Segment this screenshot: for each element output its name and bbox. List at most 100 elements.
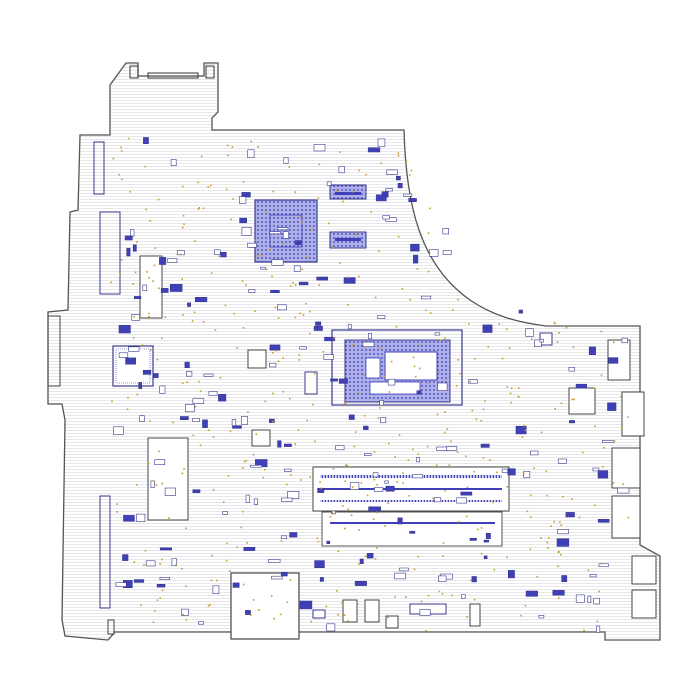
test-point [395,325,398,328]
test-point [444,489,446,492]
test-point [572,346,575,349]
smd-component [565,512,575,518]
test-point [317,540,320,543]
test-point [412,448,414,451]
test-point [613,341,615,344]
test-point [150,349,152,351]
test-point [412,356,415,359]
smd-component [568,366,575,372]
test-point [147,462,150,464]
smd-component [239,217,248,224]
smd-component [170,159,177,166]
test-point [112,157,115,160]
smd-component [214,249,221,255]
test-point [192,434,195,437]
test-point [343,402,346,405]
test-point [202,207,205,210]
test-point [435,464,438,467]
smd-component [232,425,242,429]
smd-component [434,332,441,336]
test-point [508,347,511,349]
test-point [373,451,376,453]
test-point [236,546,238,549]
test-point [119,273,121,276]
test-point [420,600,423,603]
test-point [200,155,203,158]
test-point [245,284,247,286]
smd-component [557,458,567,464]
smd-component [403,193,413,197]
test-point [240,526,243,529]
test-point [136,484,138,486]
test-point [216,579,218,582]
smd-component [277,440,282,448]
test-point [353,445,356,448]
test-point [599,562,602,565]
smd-component [270,289,280,293]
test-point [331,511,334,514]
test-point [155,484,158,486]
test-point [233,312,236,315]
test-point [545,470,547,473]
smd-component [596,625,601,633]
smd-component [118,352,129,358]
test-point [236,346,238,349]
test-point [299,479,302,481]
test-point [309,332,311,335]
test-point [346,276,349,279]
test-point [158,450,160,453]
test-point [521,436,524,438]
test-point [429,207,431,210]
test-point [427,594,430,597]
smd-component [184,361,190,369]
test-point [255,433,258,435]
test-point [182,613,184,616]
test-point [272,190,274,193]
smd-component [277,304,287,311]
test-point [554,322,557,325]
test-point [241,510,244,513]
test-point [439,339,442,342]
test-point [480,420,482,422]
test-point [358,529,361,531]
test-point [546,541,549,544]
test-point [475,418,478,421]
test-point [341,505,344,507]
smd-component [164,487,176,496]
test-point [299,312,302,315]
test-point [364,555,367,558]
test-point [337,614,339,616]
smd-component [461,594,466,599]
smd-component [192,418,200,422]
smd-component [412,254,419,264]
test-point [243,460,246,463]
test-point [484,400,486,402]
test-point [296,252,299,254]
test-point [309,310,311,313]
smd-component [241,227,252,236]
test-point [289,397,291,400]
test-point [129,190,132,193]
test-point [372,518,375,520]
test-point [402,482,404,484]
test-point [264,400,267,403]
test-point [185,585,187,588]
test-point [226,542,228,545]
test-point [457,358,460,361]
smd-component [122,554,129,561]
smd-component [271,575,283,580]
test-point [191,320,194,322]
test-point [473,470,476,473]
smd-component [556,538,570,547]
test-point [179,253,182,256]
test-point [182,226,184,229]
test-point [231,146,234,148]
test-point [134,271,137,274]
test-point [175,564,178,566]
test-point [344,527,346,530]
smd-component [283,157,289,164]
smd-component [126,247,131,257]
smd-component [347,324,352,330]
test-point [523,472,525,475]
